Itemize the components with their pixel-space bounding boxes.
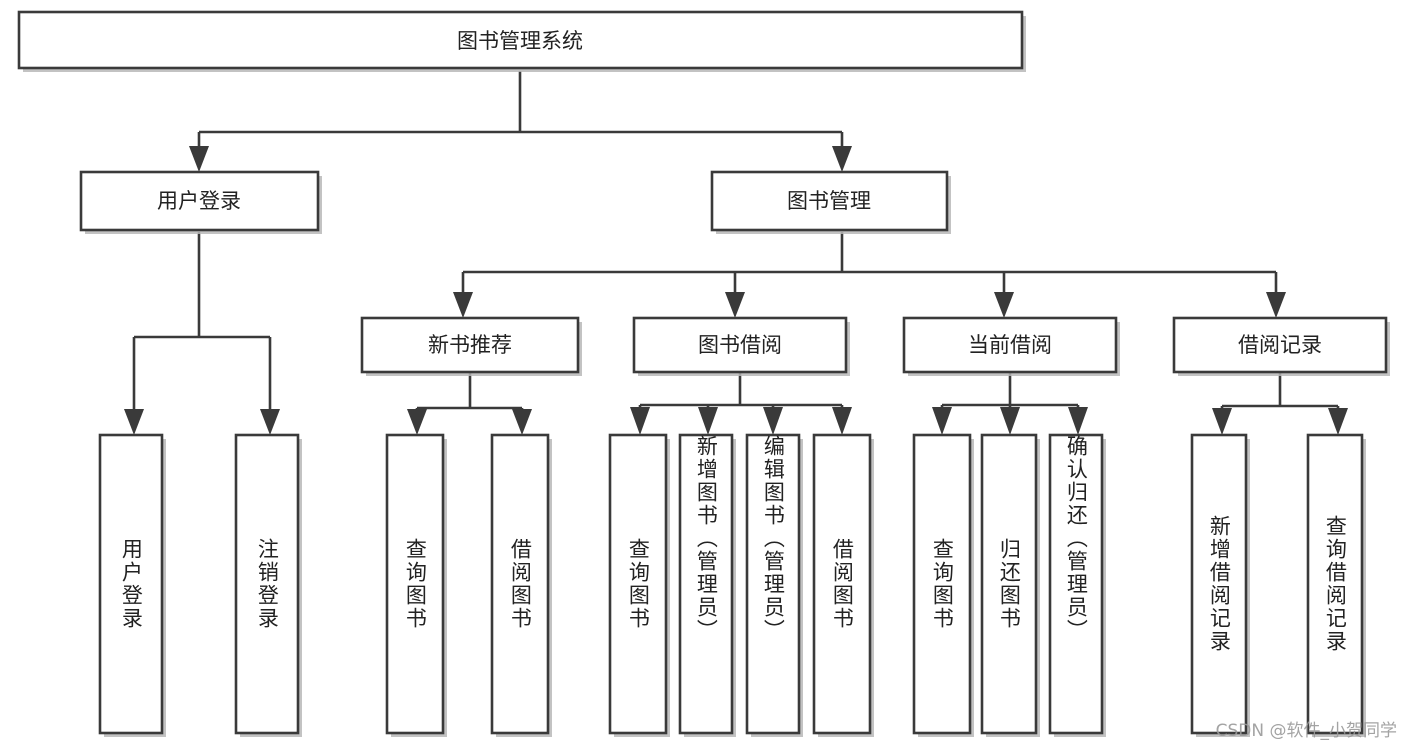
arrowhead-book-mgmt <box>832 146 852 172</box>
node-leaf-newbook-query[interactable] <box>385 433 447 737</box>
node-leaf-cb-query[interactable] <box>912 433 974 737</box>
new-book-recommend-box[interactable] <box>360 316 580 374</box>
new-book-recommend-label: 新书推荐 <box>428 333 512 357</box>
leaf-cb-confirm-box[interactable] <box>1048 433 1104 735</box>
leaf-bb-query-box[interactable] <box>608 433 668 735</box>
node-leaf-cb-confirm[interactable] <box>1048 433 1106 737</box>
node-current-borrow[interactable]: 当前借阅 <box>902 316 1120 376</box>
node-new-book-recommend[interactable]: 新书推荐 <box>360 316 582 376</box>
node-leaf-bb-add[interactable] <box>678 433 736 737</box>
node-leaf-bb-borrow[interactable] <box>812 433 874 737</box>
node-leaf-br-add[interactable] <box>1190 433 1250 737</box>
leaf-bb-borrow-box[interactable] <box>812 433 872 735</box>
borrow-record-label: 借阅记录 <box>1238 333 1322 357</box>
node-book-management[interactable]: 图书管理 <box>710 170 951 234</box>
arrowhead-currentborrow-leaf-2 <box>1000 407 1020 435</box>
leaf-cb-return-box[interactable] <box>980 433 1038 735</box>
node-leaf-newbook-borrow[interactable] <box>490 433 552 737</box>
arrowhead-borrow-record <box>1266 292 1286 318</box>
current-borrow-box[interactable] <box>902 316 1118 374</box>
borrow-record-box[interactable] <box>1172 316 1388 374</box>
root-label: 图书管理系统 <box>457 29 583 53</box>
leaf-br-query-box[interactable] <box>1306 433 1364 735</box>
book-management-label: 图书管理 <box>787 189 871 213</box>
arrowhead-leaf-logout <box>260 409 280 435</box>
arrowhead-bookborrow-leaf-4 <box>832 407 852 435</box>
arrowhead-bookborrow-leaf-2 <box>698 407 718 435</box>
book-borrow-label: 图书借阅 <box>698 333 782 357</box>
arrowhead-leaf-user-login <box>124 409 144 435</box>
watermark: CSDN @软件_小贺同学 <box>1215 721 1397 741</box>
arrowhead-currentborrow-leaf-1 <box>932 407 952 435</box>
leaf-br-add-box[interactable] <box>1190 433 1248 735</box>
book-management-box[interactable] <box>710 170 949 232</box>
arrowhead-bookborrow-leaf-1 <box>630 407 650 435</box>
node-borrow-record[interactable]: 借阅记录 <box>1172 316 1390 376</box>
book-borrow-box[interactable] <box>632 316 848 374</box>
node-root[interactable]: 图书管理系统 <box>17 10 1026 72</box>
leaf-user-login-box[interactable] <box>98 433 164 735</box>
node-leaf-bb-query[interactable] <box>608 433 670 737</box>
node-leaf-cb-return[interactable] <box>980 433 1040 737</box>
arrowhead-bookborrow-leaf-3 <box>763 407 783 435</box>
node-leaf-bb-edit[interactable] <box>745 433 803 737</box>
arrowhead-book-borrow <box>725 292 745 318</box>
connector-group <box>124 71 1348 435</box>
node-leaf-logout[interactable] <box>234 433 302 737</box>
leaf-bb-edit-box[interactable] <box>745 433 801 735</box>
arrowhead-borrowrecord-leaf-2 <box>1328 408 1348 435</box>
leaf-cb-query-box[interactable] <box>912 433 972 735</box>
arrowhead-new-book-recommend <box>453 292 473 318</box>
arrowhead-newbook-leaf-1 <box>407 409 427 435</box>
arrowhead-newbook-leaf-2 <box>512 409 532 435</box>
arrowhead-user-login <box>189 146 209 172</box>
leaf-bb-add-box[interactable] <box>678 433 734 735</box>
arrowhead-current-borrow <box>994 292 1014 318</box>
node-leaf-br-query[interactable] <box>1306 433 1366 737</box>
leaf-logout-box[interactable] <box>234 433 300 735</box>
leaf-newbook-borrow-box[interactable] <box>490 433 550 735</box>
node-book-borrow[interactable]: 图书借阅 <box>632 316 850 376</box>
node-leaf-user-login[interactable] <box>98 433 166 737</box>
user-login-label: 用户登录 <box>157 189 241 213</box>
arrowhead-currentborrow-leaf-3 <box>1068 407 1088 435</box>
arrowhead-borrowrecord-leaf-1 <box>1212 408 1232 435</box>
user-login-box[interactable] <box>79 170 320 232</box>
node-user-login[interactable]: 用户登录 <box>79 170 322 234</box>
leaf-newbook-query-box[interactable] <box>385 433 445 735</box>
root-box[interactable] <box>17 10 1024 70</box>
current-borrow-label: 当前借阅 <box>968 333 1052 357</box>
